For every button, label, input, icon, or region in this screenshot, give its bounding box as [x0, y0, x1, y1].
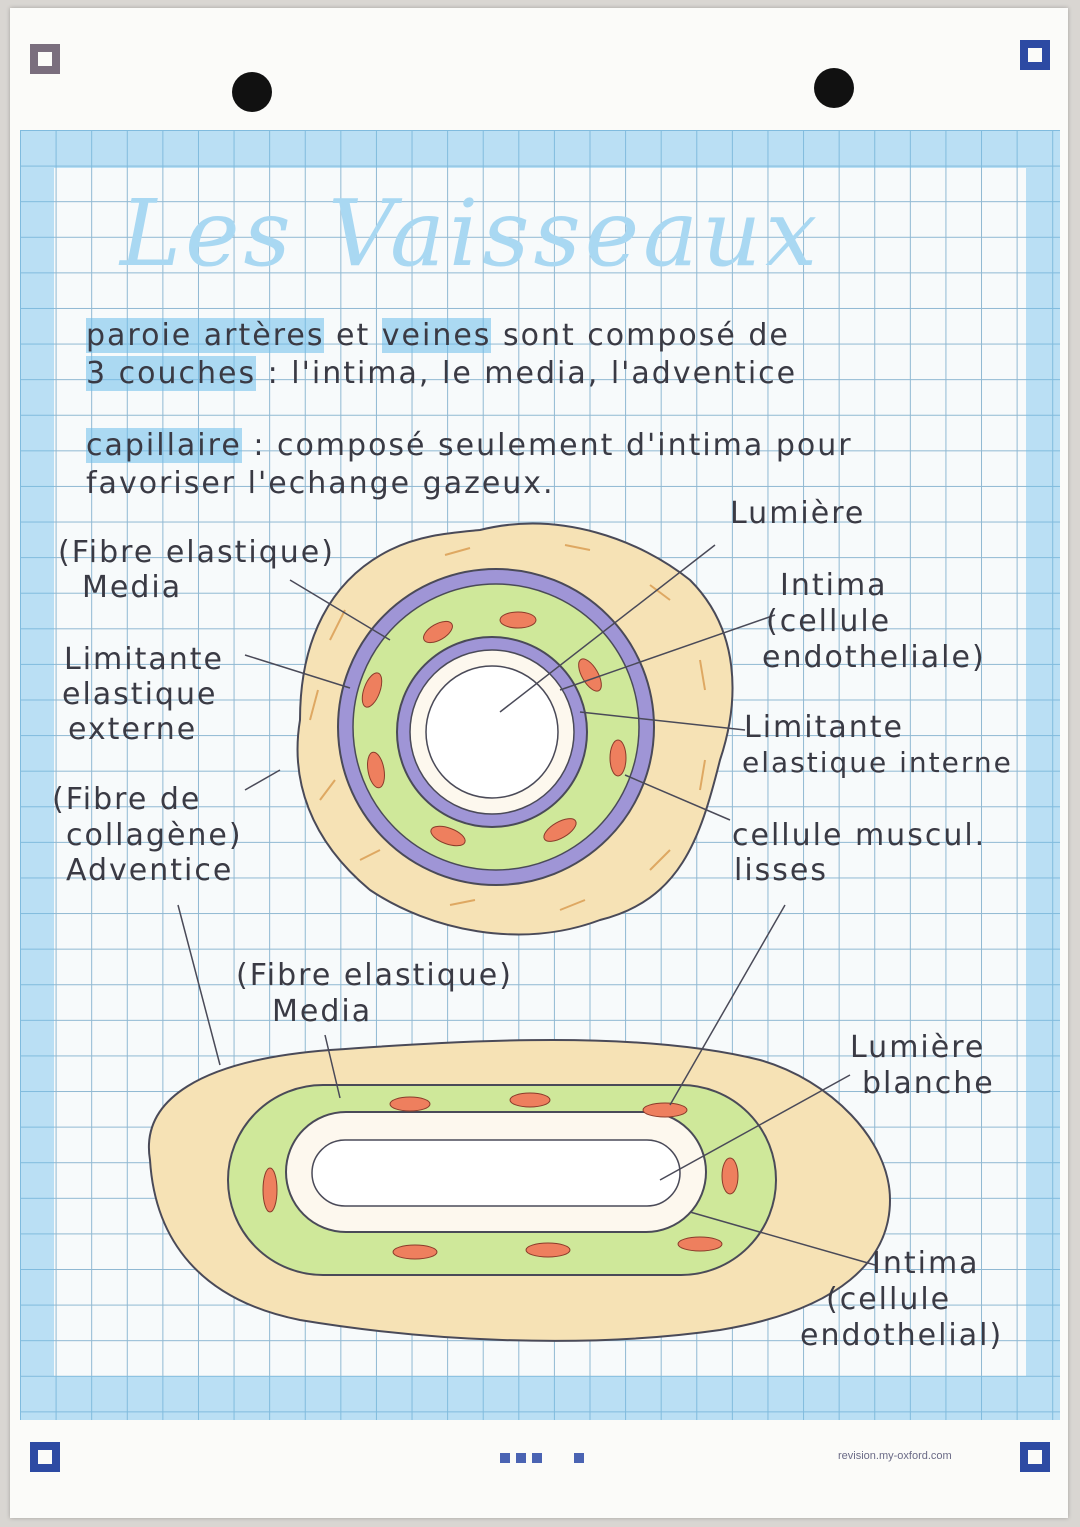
- label-media: Media: [82, 570, 183, 605]
- oxford-logo: [500, 1453, 584, 1463]
- highlight-veines: veines: [381, 318, 492, 353]
- vein-label-intima: Intima: [872, 1246, 980, 1281]
- label-fibre-collagene-1: (Fibre de: [52, 782, 202, 817]
- intro-line-2: 3 couches : l'intima, le media, l'advent…: [86, 356, 797, 391]
- capillary-text: : composé seulement d'intima pour: [241, 428, 853, 463]
- vein-cross-section: [147, 1039, 892, 1342]
- collagen-fibers: [309, 544, 706, 911]
- label-limitante-int-1: Limitante: [744, 710, 904, 745]
- capillary-line-1: capillaire : composé seulement d'intima …: [86, 428, 853, 463]
- footer-url: revision.my-oxford.com: [838, 1450, 952, 1462]
- label-fibre-collagene-2: collagène): [66, 818, 243, 853]
- highlight-parois: paroie artères: [86, 318, 325, 353]
- corner-marker-top-left: [30, 44, 60, 74]
- page-title: Les Vaisseaux: [120, 180, 822, 287]
- label-cellule-1: (cellule: [766, 604, 892, 639]
- intro-line-1: paroie artères et veines sont composé de: [86, 318, 790, 353]
- label-limitante-ext-2: elastique: [62, 677, 218, 712]
- vein-label-cellule-1: (cellule: [826, 1282, 952, 1317]
- corner-marker-bottom-left: [30, 1442, 60, 1472]
- intro-text: : l'intima, le media, l'adventice: [256, 356, 798, 391]
- label-lisses: lisses: [734, 853, 829, 888]
- smooth-muscle-cells: [361, 611, 627, 847]
- label-lumiere: Lumière: [730, 496, 866, 531]
- intro-text: sont composé de: [491, 318, 790, 353]
- artery-cross-section: [296, 522, 734, 936]
- corner-marker-bottom-right: [1020, 1442, 1050, 1472]
- label-cellule-2: endotheliale): [762, 640, 986, 675]
- capillary-line-2: favoriser l'echange gazeux.: [86, 466, 555, 501]
- vein-label-media: Media: [272, 994, 373, 1029]
- highlighter-frame: [20, 130, 1060, 1420]
- label-lines: [177, 544, 876, 1266]
- label-intima: Intima: [780, 568, 888, 603]
- label-limitante-ext-1: Limitante: [64, 642, 224, 677]
- vein-lumen: [311, 1139, 681, 1207]
- label-limitante-int-2: elastique interne: [742, 746, 1013, 779]
- binder-hole-right: [814, 68, 854, 108]
- highlight-couches: 3 couches: [86, 356, 257, 391]
- intro-text: et: [324, 318, 382, 353]
- highlight-capillaire: capillaire: [86, 428, 242, 463]
- lumen: [425, 665, 559, 799]
- binder-hole-left: [232, 72, 272, 112]
- label-limitante-ext-3: externe: [68, 712, 198, 747]
- corner-marker-top-right: [1020, 40, 1050, 70]
- vein-muscle-cells: [262, 1092, 739, 1260]
- label-fibre-elastique: (Fibre elastique): [58, 535, 335, 570]
- vein-label-blanche: blanche: [862, 1066, 995, 1101]
- label-cellule-muscul: cellule muscul.: [732, 818, 987, 853]
- vein-label-lumiere: Lumière: [850, 1030, 986, 1065]
- vein-label-fibre-elastique: (Fibre elastique): [236, 958, 513, 993]
- vein-label-cellule-2: endothelial): [800, 1318, 1004, 1353]
- label-adventice: Adventice: [66, 853, 234, 888]
